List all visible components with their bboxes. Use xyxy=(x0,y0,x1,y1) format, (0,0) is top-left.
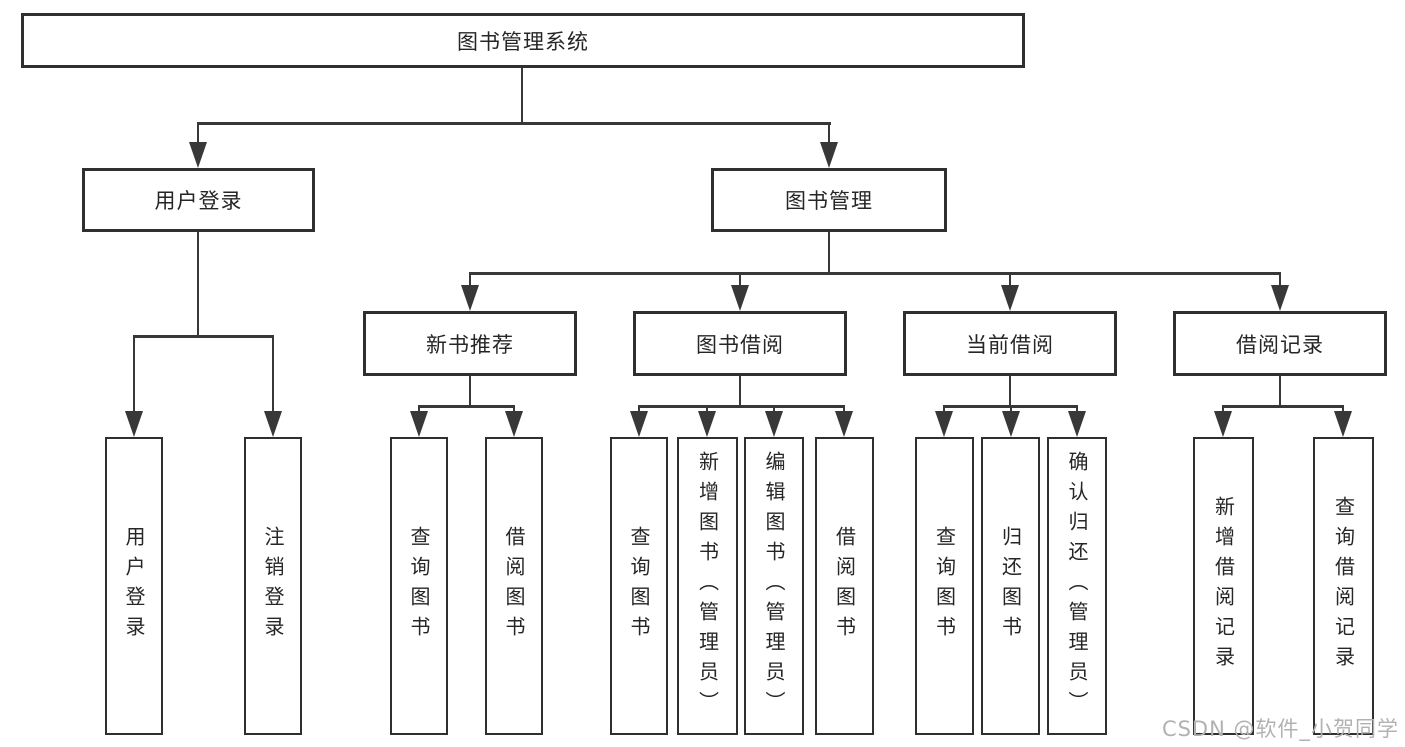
leaf-return-book: 归还图书 xyxy=(981,437,1040,735)
node-root-library-system: 图书管理系统 xyxy=(21,13,1025,68)
arrow-down-icon xyxy=(1002,411,1020,437)
connector-line xyxy=(469,272,1281,275)
connector-line xyxy=(196,122,200,146)
arrow-down-icon xyxy=(1001,285,1019,311)
arrow-down-icon xyxy=(264,411,282,437)
arrow-down-icon xyxy=(935,411,953,437)
connector-line xyxy=(196,232,200,337)
connector-line xyxy=(132,335,136,413)
csdn-watermark: CSDN @软件_小贺同学 xyxy=(1161,717,1399,741)
connector-line xyxy=(1008,272,1012,288)
connector-line xyxy=(468,272,472,288)
connector-line xyxy=(1278,376,1282,407)
connector-line xyxy=(417,405,421,415)
arrow-down-icon xyxy=(505,411,523,437)
connector-line xyxy=(418,405,515,408)
arrow-down-icon xyxy=(1068,411,1086,437)
arrow-down-icon xyxy=(765,411,783,437)
arrow-down-icon xyxy=(125,411,143,437)
leaf-query-book-current: 查询图书 xyxy=(915,437,974,735)
arrow-down-icon xyxy=(1271,285,1289,311)
connector-line xyxy=(1341,405,1345,415)
connector-line xyxy=(842,405,846,415)
node-borrow-record: 借阅记录 xyxy=(1173,311,1387,376)
connector-line xyxy=(1008,376,1012,407)
connector-line xyxy=(1278,272,1282,288)
connector-line xyxy=(738,272,742,288)
arrow-down-icon xyxy=(1334,411,1352,437)
node-current-borrow: 当前借阅 xyxy=(903,311,1117,376)
connector-line xyxy=(827,232,831,274)
connector-line xyxy=(1222,405,1344,408)
leaf-borrow-book: 借阅图书 xyxy=(815,437,874,735)
connector-line xyxy=(1221,405,1225,415)
leaf-query-borrow-record: 查询借阅记录 xyxy=(1313,437,1374,735)
connector-line xyxy=(637,405,641,415)
arrow-down-icon xyxy=(698,411,716,437)
arrow-down-icon xyxy=(410,411,428,437)
connector-line xyxy=(638,405,845,408)
arrow-down-icon xyxy=(835,411,853,437)
connector-line xyxy=(520,68,524,124)
leaf-confirm-return-admin: 确认归还（管理员） xyxy=(1047,437,1107,735)
node-new-book-recommend: 新书推荐 xyxy=(363,311,577,376)
leaf-user-login: 用户登录 xyxy=(105,437,163,735)
leaf-logout: 注销登录 xyxy=(244,437,302,735)
arrow-down-icon xyxy=(189,142,207,168)
connector-line xyxy=(772,405,776,415)
node-book-borrow: 图书借阅 xyxy=(633,311,847,376)
connector-line xyxy=(738,376,742,407)
connector-line xyxy=(705,405,709,415)
arrow-down-icon xyxy=(630,411,648,437)
leaf-query-book-recommend: 查询图书 xyxy=(390,437,448,735)
arrow-down-icon xyxy=(731,285,749,311)
node-book-management: 图书管理 xyxy=(711,168,947,232)
node-user-login: 用户登录 xyxy=(82,168,315,232)
connector-line xyxy=(271,335,275,413)
arrow-down-icon xyxy=(1214,411,1232,437)
connector-line xyxy=(468,376,472,407)
arrow-down-icon xyxy=(461,285,479,311)
leaf-borrow-book-recommend: 借阅图书 xyxy=(485,437,543,735)
connector-line xyxy=(942,405,946,415)
leaf-add-book-admin: 新增图书（管理员） xyxy=(677,437,738,735)
connector-line xyxy=(827,122,831,146)
leaf-query-book-borrow: 查询图书 xyxy=(610,437,668,735)
connector-line xyxy=(133,335,274,338)
leaf-edit-book-admin: 编辑图书（管理员） xyxy=(744,437,804,735)
connector-line xyxy=(1075,405,1079,415)
connector-line xyxy=(512,405,516,415)
connector-line xyxy=(1009,405,1013,415)
connector-line xyxy=(197,122,831,125)
leaf-add-borrow-record: 新增借阅记录 xyxy=(1193,437,1254,735)
arrow-down-icon xyxy=(820,142,838,168)
